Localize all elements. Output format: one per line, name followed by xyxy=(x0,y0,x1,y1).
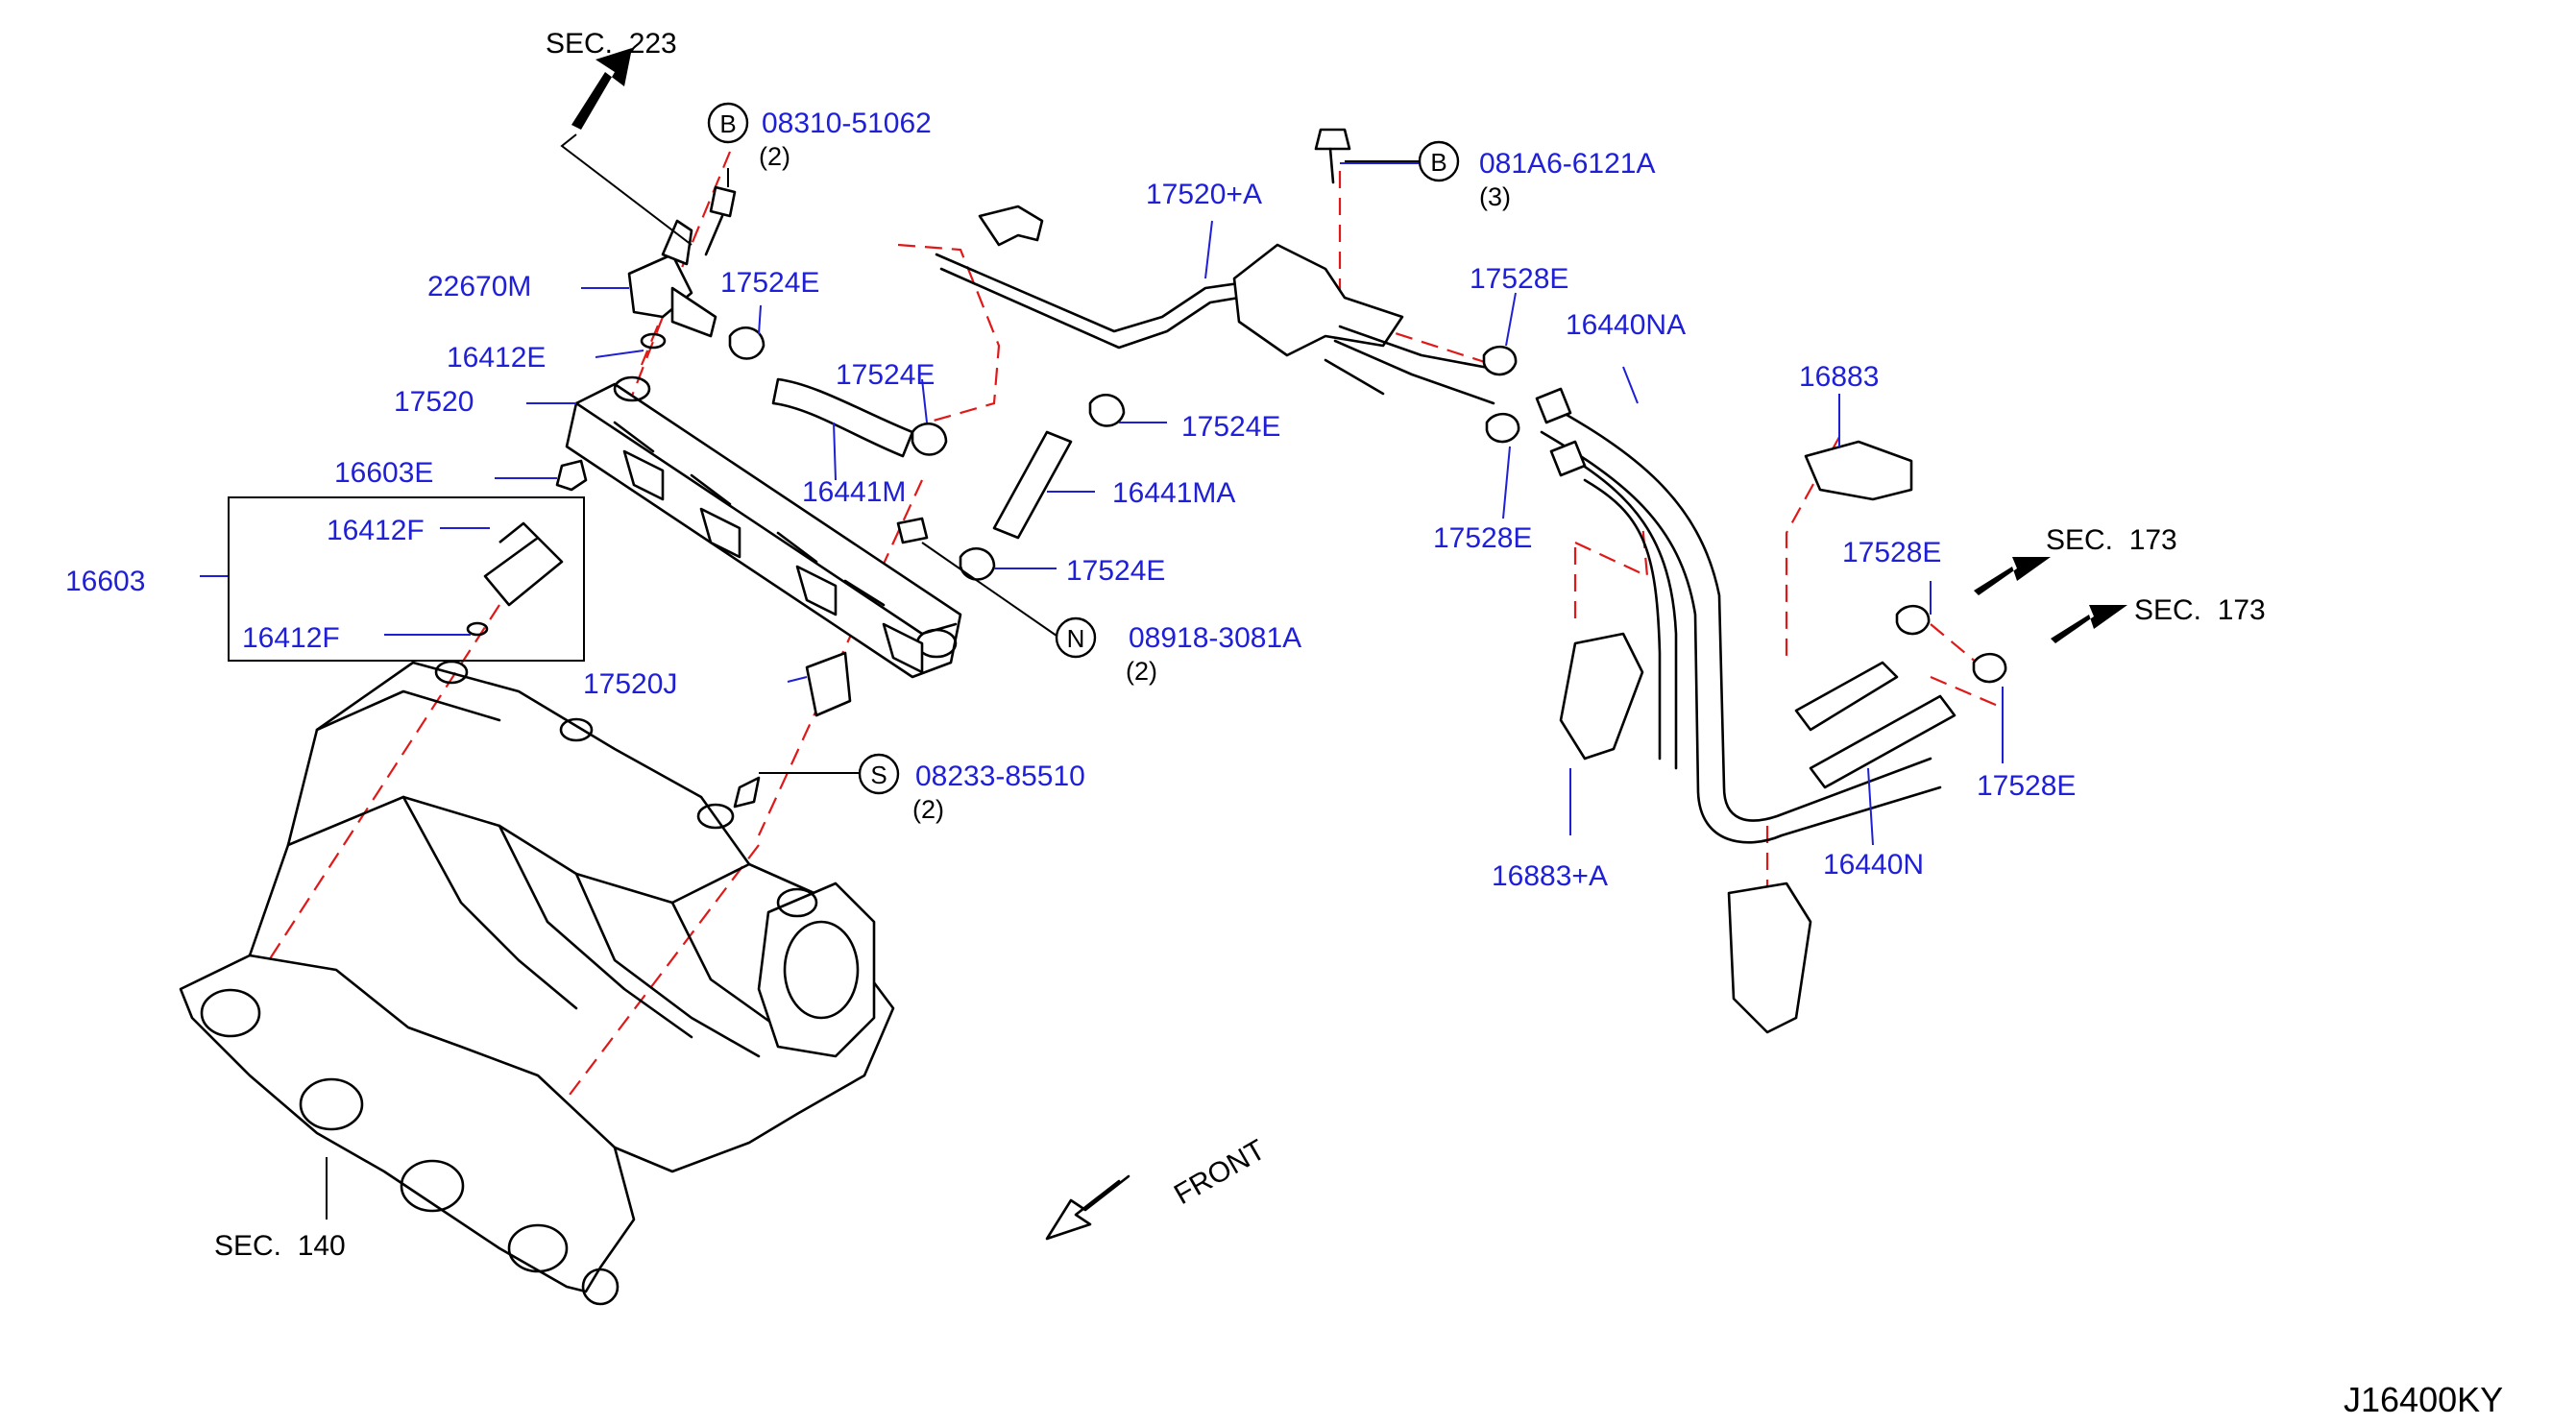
label-16440N: 16440N xyxy=(1823,849,1924,881)
label-16883A: 16883+A xyxy=(1492,860,1608,892)
section-ref-173-a: SEC. 173 xyxy=(2046,524,2177,556)
label-22670M: 22670M xyxy=(427,271,531,302)
pressure-regulator xyxy=(627,219,717,350)
tube-clip-16883A xyxy=(1559,632,1644,761)
label-16441M: 16441M xyxy=(802,476,906,508)
label-16412F-top: 16412F xyxy=(327,515,425,546)
fastener-b1-qty: (2) xyxy=(759,142,790,171)
label-17520A: 17520+A xyxy=(1146,179,1262,210)
label-17520: 17520 xyxy=(394,386,474,418)
fastener-n1-qty: (2) xyxy=(1126,657,1157,686)
label-17528E-c: 17528E xyxy=(1842,537,1941,568)
stud-08233-85510 xyxy=(733,776,761,809)
fuel-hose-16441MA xyxy=(992,430,1073,540)
fastener-b1-part: 08310-51062 xyxy=(762,108,932,139)
nut-08918-3081A xyxy=(896,517,929,544)
label-17524E-b: 17524E xyxy=(836,359,935,391)
hose-clamp-17524E xyxy=(728,326,1126,581)
fuel-hose-16441M xyxy=(771,377,914,458)
section-ref-173-b: SEC. 173 xyxy=(2134,594,2266,626)
leader-sec-223 xyxy=(560,133,693,246)
fuel-injector xyxy=(466,521,564,637)
fuel-rail xyxy=(565,375,962,679)
fastener-s1-letter: S xyxy=(870,761,887,789)
tube-clip-lower xyxy=(1727,882,1812,1034)
bolt-08310-51062 xyxy=(704,185,737,256)
label-17524E-d: 17524E xyxy=(1066,555,1165,587)
fastener-b2-letter: B xyxy=(1430,148,1446,177)
fastener-n1-part: 08918-3081A xyxy=(1129,622,1301,654)
fastener-b1-letter: B xyxy=(719,109,736,138)
hose-clamp-17528E xyxy=(1482,345,2007,684)
label-16412F-bottom: 16412F xyxy=(242,622,340,654)
front-arrow xyxy=(1045,1174,1130,1241)
leader-lines xyxy=(200,160,2004,1220)
clip-16603E xyxy=(555,459,588,492)
label-17524E-a: 17524E xyxy=(720,267,819,299)
spacer-17520J xyxy=(805,651,852,717)
label-17524E-c: 17524E xyxy=(1181,411,1280,443)
label-17528E-b: 17528E xyxy=(1433,522,1532,554)
fastener-b1: B xyxy=(707,102,749,144)
tube-clip-16883 xyxy=(1804,440,1913,501)
fuel-tube-17520A xyxy=(935,205,1500,405)
label-17528E-d: 17528E xyxy=(1977,770,2076,802)
label-16603: 16603 xyxy=(65,566,145,597)
fastener-s1: S xyxy=(858,753,900,795)
fastener-s1-qty: (2) xyxy=(912,795,944,824)
fastener-b2-part: 081A6-6121A xyxy=(1479,148,1656,180)
intake-manifold xyxy=(179,660,895,1306)
label-16883: 16883 xyxy=(1799,361,1879,393)
label-17528E-a: 17528E xyxy=(1470,263,1568,295)
label-16412E: 16412E xyxy=(447,342,546,374)
label-16603E: 16603E xyxy=(334,457,433,489)
arrow-sec-223 xyxy=(571,48,632,130)
label-16441MA: 16441MA xyxy=(1112,477,1235,509)
fastener-n1: N xyxy=(1055,616,1097,659)
arrow-sec-173-b xyxy=(2051,605,2127,643)
fastener-n1-letter: N xyxy=(1067,624,1085,653)
arrow-sec-173-a xyxy=(1974,557,2051,595)
label-17520J: 17520J xyxy=(583,668,677,700)
bolt-081A6-6121A xyxy=(1314,128,1351,184)
fastener-b2-qty: (3) xyxy=(1479,182,1511,211)
front-label: FRONT xyxy=(1169,1134,1271,1211)
fuel-tubes-16440 xyxy=(1535,387,1956,844)
diagram-ref: J16400KY xyxy=(2344,1380,2503,1419)
label-16440NA: 16440NA xyxy=(1566,309,1686,341)
section-ref-140: SEC. 140 xyxy=(214,1230,346,1262)
fastener-s1-part: 08233-85510 xyxy=(915,761,1085,792)
section-ref-223: SEC. 223 xyxy=(546,28,677,60)
fastener-b2: B xyxy=(1418,140,1460,182)
